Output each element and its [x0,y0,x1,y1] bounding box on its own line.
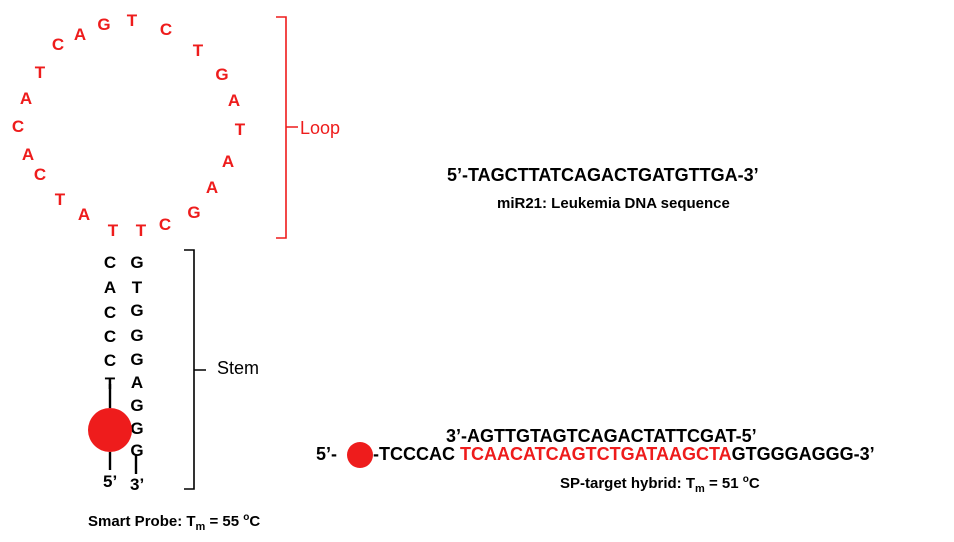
hybrid-caption-middle: = 51 [704,475,743,492]
loop-nucleotide: C [52,35,64,54]
hybrid-bottom-red: TCAACATCAGTCTGATAAGCTA [460,444,732,464]
stem-right-nucleotide: G [130,441,143,460]
loop-nucleotide: T [108,221,119,240]
stem-left-nucleotide: A [104,278,116,297]
loop-nucleotide: C [159,215,171,234]
loop-nucleotide: G [97,15,110,34]
stem-bracket [184,249,206,490]
loop-nucleotide: C [160,20,172,39]
loop-nucleotide: T [127,11,138,30]
target-description: miR21: Leukemia DNA sequence [497,195,730,212]
loop-nucleotide: G [215,65,228,84]
stem-right-nucleotide: T [132,278,143,297]
probe-caption-sup: o [243,512,250,523]
hybrid-fluorophore-dot [347,442,373,468]
probe-caption-prefix: Smart Probe: T [88,513,196,530]
probe-caption-middle: = 55 [205,513,244,530]
loop-nucleotide: C [12,117,24,136]
loop-nucleotide: A [74,25,86,44]
loop-nucleotide: T [193,41,204,60]
stem-left-nucleotide: C [104,303,116,322]
loop-nucleotide: T [136,221,147,240]
probe-five-prime: 5’ [103,472,117,491]
loop-bracket [276,16,298,239]
loop-nucleotide: T [35,63,46,82]
loop-nucleotide: T [55,190,66,209]
stem-right-nucleotide: G [130,301,143,320]
stem-right-nucleotide: G [130,419,143,438]
loop-nucleotide: C [34,165,46,184]
hybrid-caption-sup: o [742,474,749,485]
stem-right-nucleotide: G [130,350,143,369]
stem-right-nucleotide: A [131,373,143,392]
hybrid-bottom-black1: -TCCCAC [373,444,460,464]
probe-caption-suffix: C [249,513,261,530]
stem-right-nucleotide: G [130,396,143,415]
loop-nucleotide: A [228,91,240,110]
stem-left-nucleotide: C [104,327,116,346]
probe-three-prime: 3’ [130,475,144,494]
hybrid-bottom-strand: -TCCCAC TCAACATCAGTCTGATAAGCTAGTGGGAGGG-… [373,444,875,465]
hybrid-caption-suffix: C [748,475,760,492]
stem-left-nucleotide: C [104,351,116,370]
stem-left-nucleotide: T [105,374,116,393]
fluorophore-dot [88,408,132,452]
hybrid-bottom-prefix: 5’- [316,444,338,464]
stem-right-nucleotide: G [130,326,143,345]
probe-caption-sub: m [195,521,206,533]
loop-nucleotide: T [235,120,246,139]
target-sequence: 5’-TAGCTTATCAGACTGATGTTGA-3’ [447,165,759,185]
hybrid-caption-sub: m [695,483,705,495]
stem-right-nucleotide: G [130,253,143,272]
hybrid-caption: SP-target hybrid: Tm = 51 oC [560,474,760,495]
stem-label: Stem [217,358,260,378]
hybrid-bottom-black2: GTGGGAGGG-3’ [731,444,875,464]
loop-nucleotide: A [78,205,90,224]
loop-label: Loop [300,118,341,138]
loop-nucleotide: A [20,89,32,108]
stem-left-nucleotide: C [104,253,116,272]
probe-caption: Smart Probe: Tm = 55 oC [88,512,260,533]
loop-nucleotide: G [187,203,200,222]
hybrid-top-strand: 3’-AGTTGTAGTCAGACTATTCGAT-5’ [446,426,757,446]
loop-nucleotide: A [206,178,218,197]
loop-nucleotide: A [222,152,234,171]
hybrid-caption-prefix: SP-target hybrid: T [560,475,696,492]
loop-nucleotide: A [22,145,34,164]
